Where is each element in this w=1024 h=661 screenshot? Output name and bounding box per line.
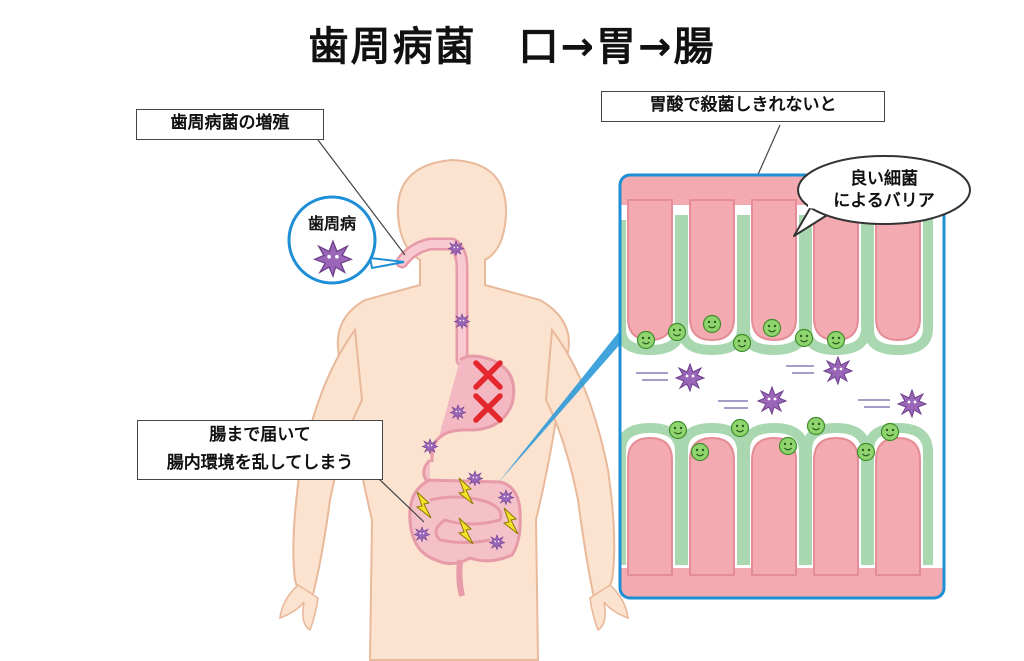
barrier-label-line2: によるバリア bbox=[833, 191, 935, 211]
periodontal-bubble bbox=[287, 195, 377, 285]
callout-stomach-acid-text: 胃酸で殺菌しきれないと bbox=[649, 95, 837, 115]
page-title: 歯周病菌 口→胃→腸 bbox=[308, 24, 716, 70]
callout-intestine-line1: 腸まで届いて bbox=[209, 425, 311, 445]
good-bacteria-icon bbox=[636, 330, 656, 350]
periodontal-label: 歯周病 bbox=[307, 214, 356, 233]
barrier-bubble bbox=[797, 155, 971, 225]
barrier-label-line1: 良い細菌 bbox=[850, 169, 918, 189]
callout-proliferation-text: 歯周病菌の増殖 bbox=[170, 113, 290, 133]
callout-intestine: 腸まで届いて 腸内環境を乱してしまう bbox=[137, 420, 383, 480]
callout-intestine-line2: 腸内環境を乱してしまう bbox=[166, 453, 354, 473]
callout-stomach-acid: 胃酸で殺菌しきれないと bbox=[601, 91, 885, 122]
callout-proliferation: 歯周病菌の増殖 bbox=[136, 109, 324, 140]
barrier-label: 良い細菌 によるバリア bbox=[808, 168, 960, 212]
intestine-panel bbox=[620, 175, 944, 598]
